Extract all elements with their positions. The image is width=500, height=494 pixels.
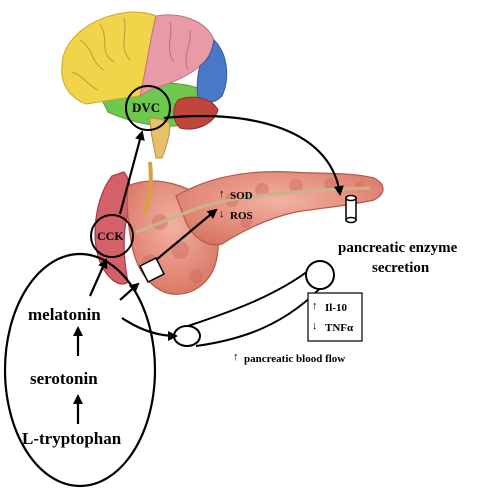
ros-down-arrow: ↓ (219, 208, 225, 220)
cytokine-box (307, 292, 363, 342)
ros-label: ROS (230, 210, 253, 222)
arrow-to-antioxidant (155, 208, 218, 261)
blood-flow-label: pancreatic blood flow (244, 353, 346, 365)
melatonin-label: melatonin (28, 305, 101, 324)
brain-illustration (61, 11, 228, 159)
pancreas-illustration (94, 161, 384, 295)
enzyme-secretion-line1: pancreatic enzyme (338, 240, 458, 256)
arrow-melatonin-to-receptor (119, 282, 140, 301)
bile-duct (142, 161, 153, 215)
brain-cerebellum (173, 96, 219, 130)
arrow-melatonin-to-cck (88, 258, 108, 297)
il10-up-arrow: ↑ (312, 300, 318, 312)
dvc-label: DVC (132, 100, 161, 115)
sod-label: SOD (230, 190, 253, 202)
arrow-cck-to-dvc (118, 130, 145, 215)
melatonin-pathway-oval (3, 252, 157, 488)
cck-label: CCK (97, 229, 124, 243)
pancreatic-duct (135, 186, 371, 234)
dvc-circle (125, 85, 171, 131)
brainstem (149, 117, 171, 159)
tryptophan-label: L-tryptophan (22, 429, 122, 448)
tnfa-label: TNFα (325, 322, 354, 334)
tnfa-down-arrow: ↓ (312, 320, 318, 332)
blood-flow-up-arrow: ↑ (233, 351, 239, 363)
arrow-dvc-to-pancreas (163, 114, 344, 196)
duodenum (94, 171, 132, 285)
serotonin-label: serotonin (30, 369, 98, 388)
arrow-melatonin-to-bloodflow (121, 317, 178, 341)
receptor-tube-icon (138, 256, 166, 284)
secretion-tube-icon (345, 194, 357, 224)
cck-circle (90, 214, 134, 258)
sod-up-arrow: ↑ (219, 188, 225, 200)
enzyme-secretion-line2: secretion (372, 260, 430, 276)
il10-label: Il-10 (325, 302, 347, 314)
